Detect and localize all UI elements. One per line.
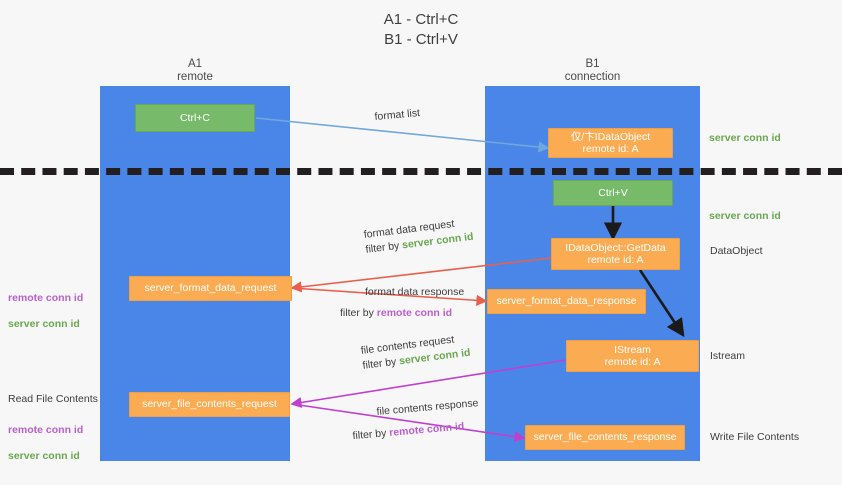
filter-prefix: filter by	[340, 307, 377, 319]
box-istream[interactable]: IStream remote id: A	[566, 340, 699, 372]
annotation-format-data-response: format data response filter by remote co…	[340, 285, 465, 321]
annotation-format-list: format list	[374, 106, 421, 125]
right-label-server-conn-id-1: server conn id	[709, 132, 781, 144]
annotation-file-contents-response: file contents response filter by remote …	[352, 396, 481, 442]
box-idataobject-top[interactable]: 仅/卞IDataObject remote id: A	[548, 128, 673, 158]
annotation-file-contents-request: file contents request filter by server c…	[360, 331, 471, 374]
lane-header-a1: A1 remote	[100, 58, 290, 84]
filter-prefix: filter by	[364, 239, 403, 256]
left-label-remote-conn-id-bottom: remote conn id	[8, 424, 84, 436]
box-ctrl-v-label: Ctrl+V	[598, 186, 628, 199]
left-label-read-file-contents: Read File Contents	[8, 393, 98, 405]
box-server-file-contents-response[interactable]: server_file_contents_response	[525, 425, 685, 450]
box-server-format-data-request[interactable]: server_format_data_request	[129, 276, 292, 301]
right-label-server-conn-id-2: server conn id	[709, 210, 781, 222]
box-server-format-data-response[interactable]: server_format_data_response	[487, 289, 646, 314]
annotation-format-list-text: format list	[374, 107, 421, 123]
box-server-format-data-request-label: server_format_data_request	[144, 282, 277, 295]
lane-a1-name: A1	[187, 58, 203, 70]
annotation-format-data-response-title: format data response	[365, 286, 465, 298]
box-idataobject-getdata[interactable]: IDataObject::GetData remote id: A	[551, 238, 680, 270]
box-server-file-contents-request-label: server_file_contents_request	[142, 398, 277, 411]
left-label-server-conn-id-top: server conn id	[8, 318, 80, 330]
annotation-format-data-response-filter: filter by remote conn id	[340, 306, 464, 321]
box-server-file-contents-response-label: server_file_contents_response	[533, 431, 677, 444]
right-label-istream: Istream	[710, 350, 746, 362]
annotation-format-data-request: format data request filter by server con…	[363, 215, 474, 258]
filter-prefix: filter by	[352, 426, 390, 443]
lane-a1-sub: remote	[177, 71, 213, 83]
box-ctrl-v[interactable]: Ctrl+V	[553, 180, 673, 206]
box-server-file-contents-request[interactable]: server_file_contents_request	[129, 392, 290, 417]
page-title: A1 - Ctrl+C B1 - Ctrl+V	[383, 11, 459, 48]
annotation-file-contents-response-title: file contents response	[376, 397, 479, 418]
box-ctrl-c[interactable]: Ctrl+C	[135, 104, 255, 132]
left-label-conn-ids-top: remote conn id server conn id	[8, 279, 100, 344]
box-idataobject-top-label: 仅/卞IDataObject remote id: A	[570, 130, 651, 156]
right-label-dataobject: DataObject	[710, 245, 763, 257]
box-server-format-data-response-label: server_format_data_response	[496, 295, 637, 308]
lane-header-b1: B1 connection	[485, 58, 700, 84]
filter-value-remote-conn-id: remote conn id	[388, 420, 465, 439]
phase-divider	[0, 168, 842, 175]
left-label-server-conn-id-bottom: server conn id	[8, 450, 80, 462]
annotation-file-contents-response-filter: filter by remote conn id	[352, 418, 481, 444]
box-istream-label: IStream remote id: A	[604, 343, 661, 369]
filter-value-remote-conn-id: remote conn id	[376, 307, 453, 319]
left-label-conn-ids-bottom: remote conn id server conn id	[8, 411, 100, 476]
right-label-write-file-contents: Write File Contents	[710, 431, 800, 443]
box-idataobject-getdata-label: IDataObject::GetData remote id: A	[565, 241, 666, 267]
box-ctrl-c-label: Ctrl+C	[179, 111, 211, 124]
left-label-remote-conn-id-top: remote conn id	[8, 292, 84, 304]
lane-b1-name: B1	[585, 58, 600, 70]
filter-prefix: filter by	[361, 355, 400, 372]
lane-b1-sub: connection	[564, 71, 621, 83]
